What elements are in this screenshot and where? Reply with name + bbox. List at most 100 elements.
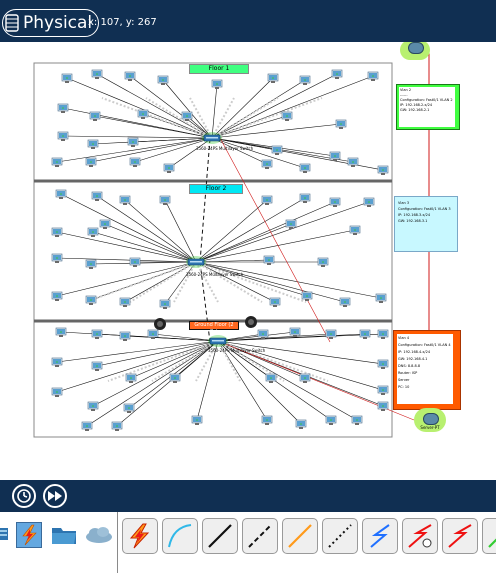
pc-device[interactable] — [51, 253, 63, 263]
pc-device[interactable] — [57, 131, 69, 141]
pc-device[interactable] — [301, 291, 313, 301]
pc-device[interactable] — [51, 157, 63, 167]
pc-device[interactable] — [317, 257, 329, 267]
pc-device[interactable] — [347, 157, 359, 167]
pc-device[interactable] — [159, 195, 171, 205]
wireless-access-point[interactable] — [154, 318, 166, 330]
connections-icon[interactable] — [16, 522, 42, 548]
pc-device[interactable] — [127, 137, 139, 147]
pc-device[interactable] — [377, 165, 389, 175]
pc-device[interactable] — [363, 197, 375, 207]
pc-device[interactable] — [299, 193, 311, 203]
auto-connection-cable-button[interactable] — [122, 518, 158, 554]
pc-device[interactable] — [87, 401, 99, 411]
pc-device[interactable] — [157, 75, 169, 85]
pc-device[interactable] — [295, 419, 307, 429]
pc-device[interactable] — [55, 327, 67, 337]
pc-device[interactable] — [331, 69, 343, 79]
pc-device[interactable] — [349, 225, 361, 235]
physical-workspace-canvas[interactable]: Floor 1 Floor 2 Ground Floor (2 Pc) Vlan… — [0, 42, 496, 480]
pc-device[interactable] — [91, 69, 103, 79]
pc-device[interactable] — [269, 297, 281, 307]
pc-device[interactable] — [85, 259, 97, 269]
wireless-access-point[interactable] — [245, 316, 257, 328]
pc-device[interactable] — [99, 219, 111, 229]
pc-device[interactable] — [169, 373, 181, 383]
copper-straight-through-cable-button[interactable] — [202, 518, 238, 554]
pc-device[interactable] — [375, 293, 387, 303]
pc-device[interactable] — [377, 385, 389, 395]
pc-device[interactable] — [123, 403, 135, 413]
pc-device[interactable] — [163, 163, 175, 173]
pc-device[interactable] — [87, 227, 99, 237]
pc-device[interactable] — [51, 227, 63, 237]
pc-device[interactable] — [119, 331, 131, 341]
pc-device[interactable] — [191, 415, 203, 425]
pc-device[interactable] — [91, 191, 103, 201]
multilayer-switch-1[interactable] — [202, 132, 222, 144]
phone-cable-button[interactable] — [322, 518, 358, 554]
pc-device[interactable] — [129, 257, 141, 267]
pc-device[interactable] — [267, 73, 279, 83]
pc-device[interactable] — [85, 295, 97, 305]
pc-device[interactable] — [137, 109, 149, 119]
pc-device[interactable] — [81, 421, 93, 431]
console-cable-button[interactable] — [162, 518, 198, 554]
pc-device[interactable] — [289, 327, 301, 337]
pc-device[interactable] — [91, 329, 103, 339]
pc-device[interactable] — [263, 255, 275, 265]
coaxial-cable-button[interactable] — [362, 518, 398, 554]
pc-device[interactable] — [335, 119, 347, 129]
pc-device[interactable] — [329, 197, 341, 207]
pc-device[interactable] — [261, 415, 273, 425]
pc-device[interactable] — [51, 357, 63, 367]
multilayer-switch-3[interactable] — [208, 335, 228, 347]
pc-device[interactable] — [285, 219, 297, 229]
pc-device[interactable] — [125, 373, 137, 383]
pc-device[interactable] — [119, 195, 131, 205]
pc-device[interactable] — [281, 111, 293, 121]
pc-device[interactable] — [147, 329, 159, 339]
physical-view-button[interactable]: Physical — [2, 9, 100, 37]
pc-device[interactable] — [257, 329, 269, 339]
pc-device[interactable] — [339, 297, 351, 307]
router-bottom[interactable]: Server-PT — [414, 408, 446, 432]
pc-device[interactable] — [261, 159, 273, 169]
octal-cable-button[interactable] — [482, 518, 496, 554]
pc-device[interactable] — [51, 387, 63, 397]
pc-device[interactable] — [119, 297, 131, 307]
network-devices-icon[interactable] — [0, 522, 10, 548]
pc-device[interactable] — [124, 71, 136, 81]
pc-device[interactable] — [181, 111, 193, 121]
pc-device[interactable] — [265, 373, 277, 383]
pc-device[interactable] — [367, 71, 379, 81]
components-icon[interactable] — [50, 524, 78, 550]
pc-device[interactable] — [87, 139, 99, 149]
pc-device[interactable] — [91, 361, 103, 371]
pc-device[interactable] — [325, 415, 337, 425]
pc-device[interactable] — [299, 163, 311, 173]
pc-device[interactable] — [377, 359, 389, 369]
pc-device[interactable] — [61, 73, 73, 83]
multilayer-switch-2[interactable] — [186, 256, 206, 268]
fiber-cable-button[interactable] — [282, 518, 318, 554]
copper-cross-over-cable-button[interactable] — [242, 518, 278, 554]
pc-device[interactable] — [299, 75, 311, 85]
wan-cloud-icon[interactable] — [84, 526, 114, 548]
pc-device[interactable] — [351, 415, 363, 425]
pc-device[interactable] — [377, 329, 389, 339]
serial-dce-cable-button[interactable] — [402, 518, 438, 554]
pc-device[interactable] — [359, 329, 371, 339]
pc-device[interactable] — [329, 151, 341, 161]
pc-device[interactable] — [325, 329, 337, 339]
pc-device[interactable] — [89, 111, 101, 121]
pc-device[interactable] — [85, 157, 97, 167]
pc-device[interactable] — [159, 299, 171, 309]
pc-device[interactable] — [299, 373, 311, 383]
pc-device[interactable] — [57, 103, 69, 113]
pc-device[interactable] — [211, 79, 223, 89]
pc-device[interactable] — [261, 195, 273, 205]
pc-device[interactable] — [271, 145, 283, 155]
pc-device[interactable] — [51, 291, 63, 301]
pc-device[interactable] — [111, 421, 123, 431]
